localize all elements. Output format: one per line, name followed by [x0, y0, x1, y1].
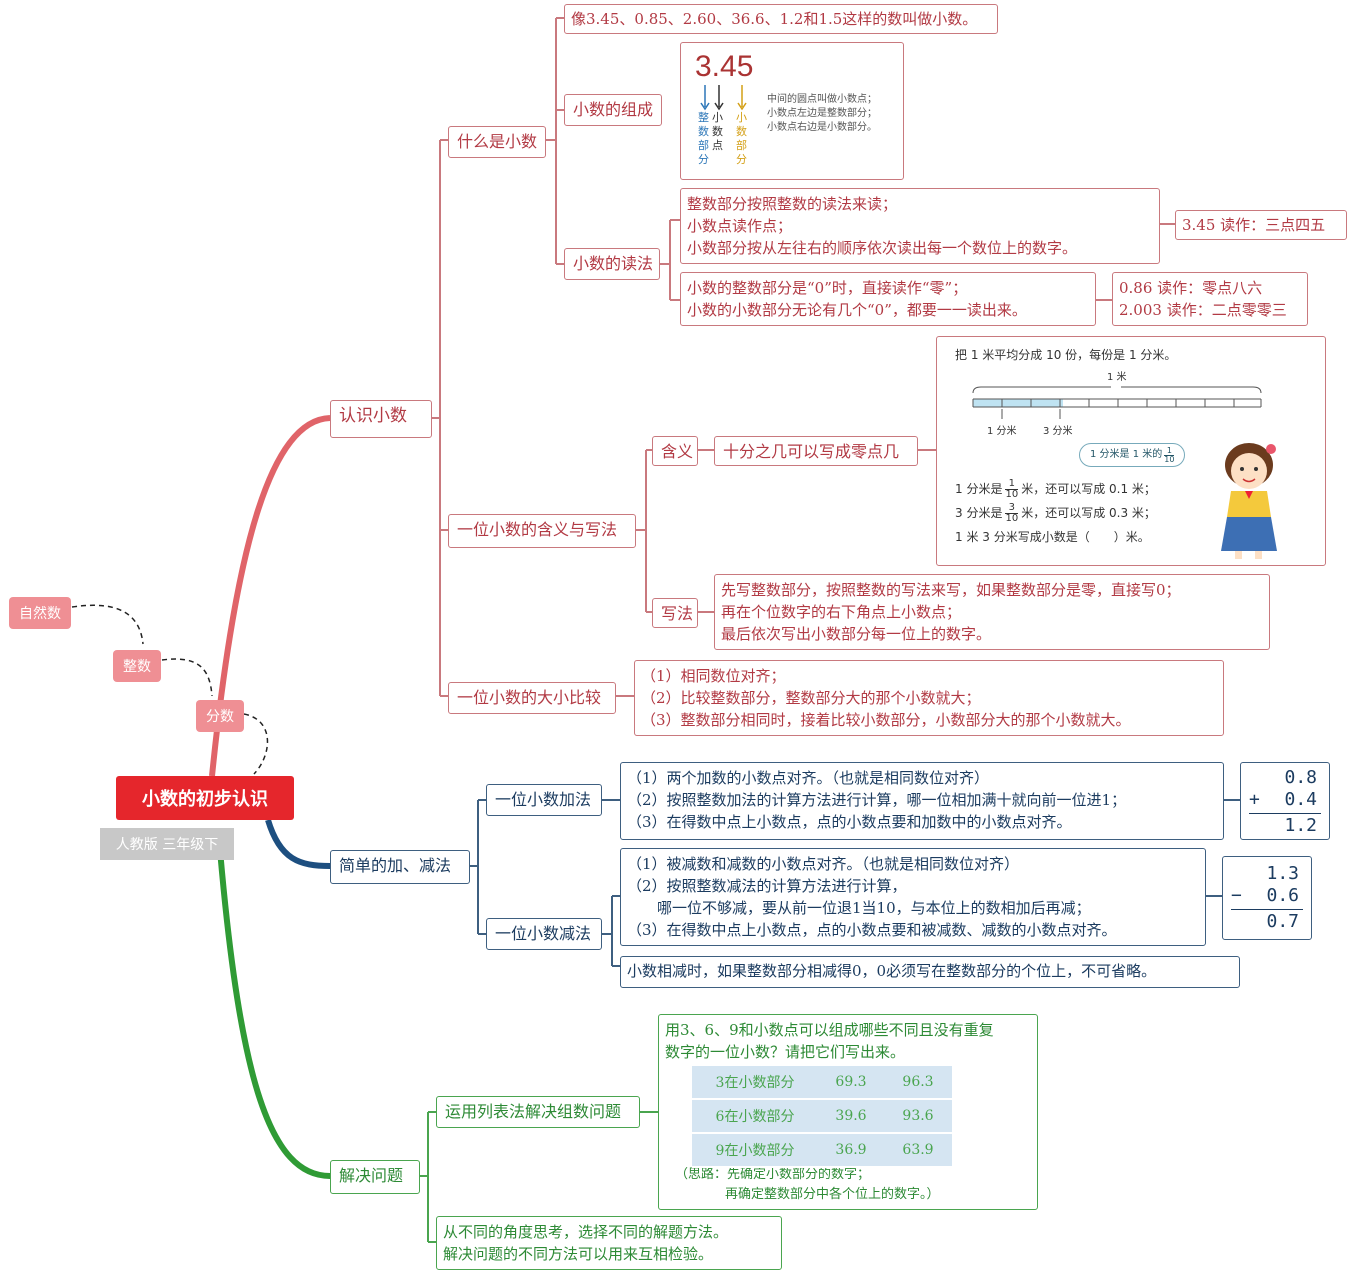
part-point: 小数点: [712, 111, 723, 152]
reading-rules[interactable]: 整数部分按照整数的读法来读； 小数点读作点； 小数部分按从左往右的顺序依次读出每…: [680, 188, 1160, 264]
subtraction-rules[interactable]: （1）被减数和减数的小数点对齐。（也就是相同数位对齐） （2）按照整数减法的计算…: [620, 848, 1206, 946]
branch2-curve: [265, 819, 331, 869]
table-row: 3在小数部分 69.3 96.3: [692, 1066, 952, 1100]
part-fraction: 小数部分: [736, 111, 747, 166]
meaning-picture: 把 1 米平均分成 10 份，每份是 1 分米。 1 米 1 分米 3 分米 1…: [936, 336, 1326, 566]
picture-caption: 把 1 米平均分成 10 份，每份是 1 分米。: [955, 348, 1177, 362]
ruler: [972, 386, 1262, 419]
subtraction-note[interactable]: 小数相减时，如果整数部分相减得0，0必须写在整数部分的个位上，不可省略。: [620, 956, 1240, 988]
node-decimal-subtraction[interactable]: 一位小数减法: [486, 918, 602, 950]
root-topic[interactable]: 小数的初步认识: [116, 776, 294, 820]
subtrahend: 0.6: [1266, 885, 1299, 906]
difference-result: 0.7: [1266, 911, 1299, 932]
chain-integer[interactable]: 整数: [113, 650, 161, 682]
root-subtitle: 人教版 三年级下: [100, 828, 234, 860]
sum-line: [1249, 813, 1321, 814]
composition-notes: 中间的圆点叫做小数点； 小数点左边是整数部分； 小数点右边是小数部分。: [767, 94, 877, 133]
branch-problem-solving[interactable]: 解决问题: [330, 1160, 420, 1194]
table-row: 6在小数部分 39.6 93.6: [692, 1099, 952, 1134]
node-decimal-addition[interactable]: 一位小数加法: [486, 784, 602, 816]
node-decimal-definition[interactable]: 像3.45、0.85、2.60、36.6、1.2和1.5这样的数叫做小数。: [564, 4, 998, 34]
addition-example: 0.8 + 0.4 1.2: [1240, 762, 1330, 840]
writing-rules[interactable]: 先写整数部分，按照整数的写法来写，如果整数部分是零，直接写0； 再在个位数字的右…: [714, 574, 1270, 650]
node-decimal-reading[interactable]: 小数的读法: [564, 248, 660, 280]
reading-zero-rules[interactable]: 小数的整数部分是“0”时，直接读作“零”； 小数的小数部分无论有几个“0”，都要…: [680, 272, 1096, 326]
girl-illustration: [1221, 443, 1277, 559]
node-meaning[interactable]: 含义: [652, 436, 698, 466]
reading-example-2[interactable]: 0.86 读作：零点八六 2.003 读作：二点零零三: [1112, 272, 1308, 326]
ruler-label: 1 米: [1107, 372, 1127, 383]
subtraction-example: 1.3 − 0.6 0.7: [1222, 856, 1312, 940]
chain-natural-number[interactable]: 自然数: [9, 597, 71, 629]
branch3-curve: [217, 849, 331, 1179]
tick-1dm: 1 分米: [987, 426, 1017, 437]
composition-figure: 3.45 整数部分 小数点 小数部分 中间的圆点叫做小数点； 小数点左边是整数部…: [680, 42, 904, 180]
branch1-curve: [209, 415, 331, 777]
table-method-content: 用3、6、9和小数点可以组成哪些不同且没有重复 数字的一位小数？请把它们写出来。…: [658, 1014, 1038, 1210]
node-other-methods[interactable]: 从不同的角度思考，选择不同的解题方法。 解决问题的不同方法可以用来互相检验。: [436, 1216, 782, 1270]
addend-1: 0.8: [1284, 767, 1317, 788]
node-writing[interactable]: 写法: [652, 598, 698, 628]
branch-know-decimals[interactable]: 认识小数: [330, 400, 432, 438]
node-one-place-decimal[interactable]: 一位小数的含义与写法: [448, 514, 636, 548]
node-compare[interactable]: 一位小数的大小比较: [448, 682, 616, 714]
table-row: 9在小数部分 36.9 63.9: [692, 1133, 952, 1168]
node-table-method[interactable]: 运用列表法解决组数问题: [436, 1096, 640, 1128]
branch-add-sub[interactable]: 简单的加、减法: [330, 850, 470, 884]
addition-rules[interactable]: （1）两个加数的小数点对齐。（也就是相同数位对齐） （2）按照整数加法的计算方法…: [620, 762, 1224, 840]
composition-number: 3.45: [695, 50, 754, 83]
chain-fraction[interactable]: 分数: [196, 700, 244, 732]
plus-sign: +: [1249, 789, 1260, 810]
minus-sign: −: [1231, 885, 1242, 906]
combination-table: 3在小数部分 69.3 96.3 6在小数部分 39.6 93.6 9在小数部分…: [692, 1066, 952, 1168]
composition-arrows: [700, 85, 747, 111]
reading-example-1[interactable]: 3.45 读作：三点四五: [1175, 210, 1347, 240]
minuend: 1.3: [1266, 863, 1299, 884]
part-integer: 整数部分: [698, 111, 709, 166]
tick-3dm: 3 分米: [1043, 426, 1073, 437]
table-hint: （思路：先确定小数部分的数字； 再确定整数部分中各个位上的数字。）: [675, 1167, 940, 1202]
meaning-text[interactable]: 十分之几可以写成零点几: [714, 436, 918, 466]
sum-result: 1.2: [1284, 815, 1317, 836]
table-question: 用3、6、9和小数点可以组成哪些不同且没有重复 数字的一位小数？请把它们写出来。: [665, 1021, 994, 1061]
compare-rules[interactable]: （1）相同数位对齐； （2）比较整数部分，整数部分大的那个小数就大； （3）整数…: [634, 660, 1224, 736]
difference-line: [1231, 909, 1303, 910]
node-decimal-composition[interactable]: 小数的组成: [564, 94, 662, 126]
addend-2: 0.4: [1284, 789, 1317, 810]
node-what-is-decimal[interactable]: 什么是小数: [448, 126, 546, 158]
